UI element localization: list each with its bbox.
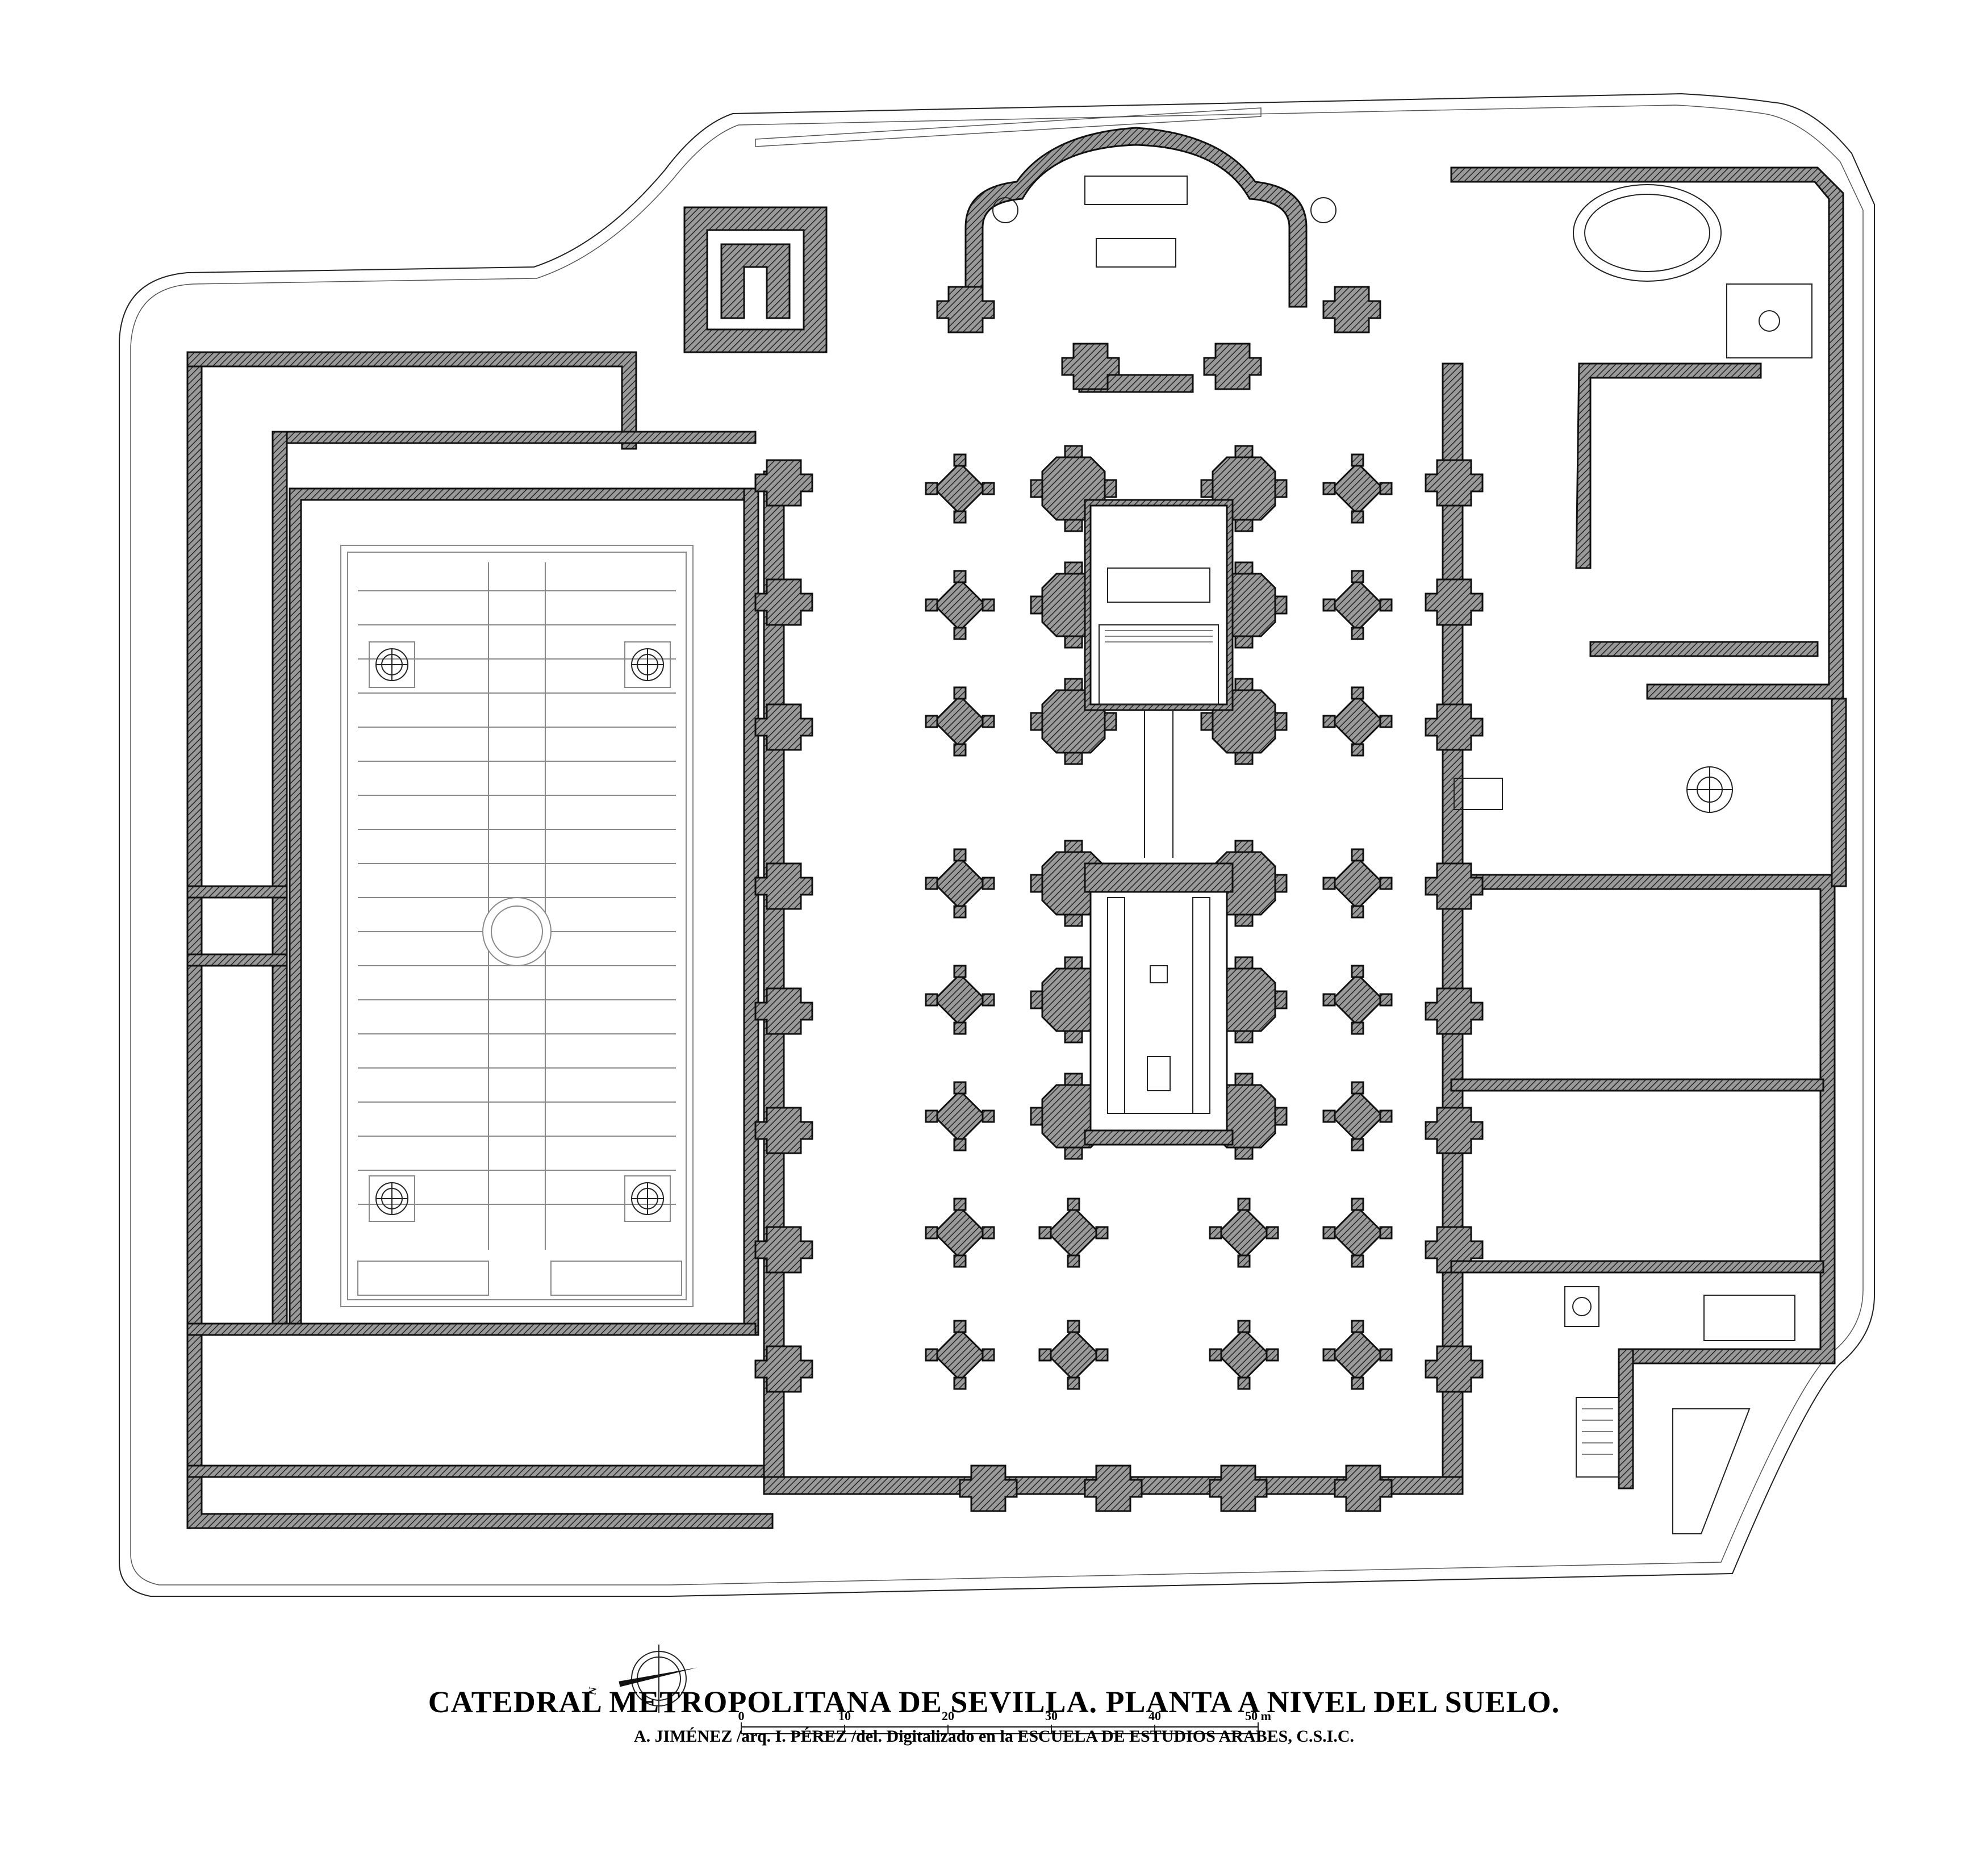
east-annex: [1450, 184, 1824, 1534]
scale-tick-50: 50 m: [1245, 1709, 1271, 1723]
north-arrow: [619, 1645, 698, 1713]
site-boundary: [119, 93, 1875, 1597]
north-label: N: [586, 1686, 599, 1696]
royal-chapel: [964, 127, 1337, 393]
patio-garden: [340, 545, 694, 1307]
choir-enclosures: [1084, 499, 1234, 1146]
scale-tick-0: 0: [738, 1709, 745, 1723]
scale-tick-30: 30: [1045, 1709, 1058, 1723]
plan-credits: A. JIMÉNEZ /arq. I. PÉREZ /del. Digitali…: [633, 1727, 1355, 1746]
scale-bar: [741, 1722, 1259, 1734]
scale-tick-10: 10: [838, 1709, 851, 1723]
plan-title: CATEDRAL METROPOLITANA DE SEVILLA. PLANT…: [428, 1685, 1560, 1719]
scale-tick-20: 20: [942, 1709, 954, 1723]
scale-tick-40: 40: [1148, 1709, 1161, 1723]
